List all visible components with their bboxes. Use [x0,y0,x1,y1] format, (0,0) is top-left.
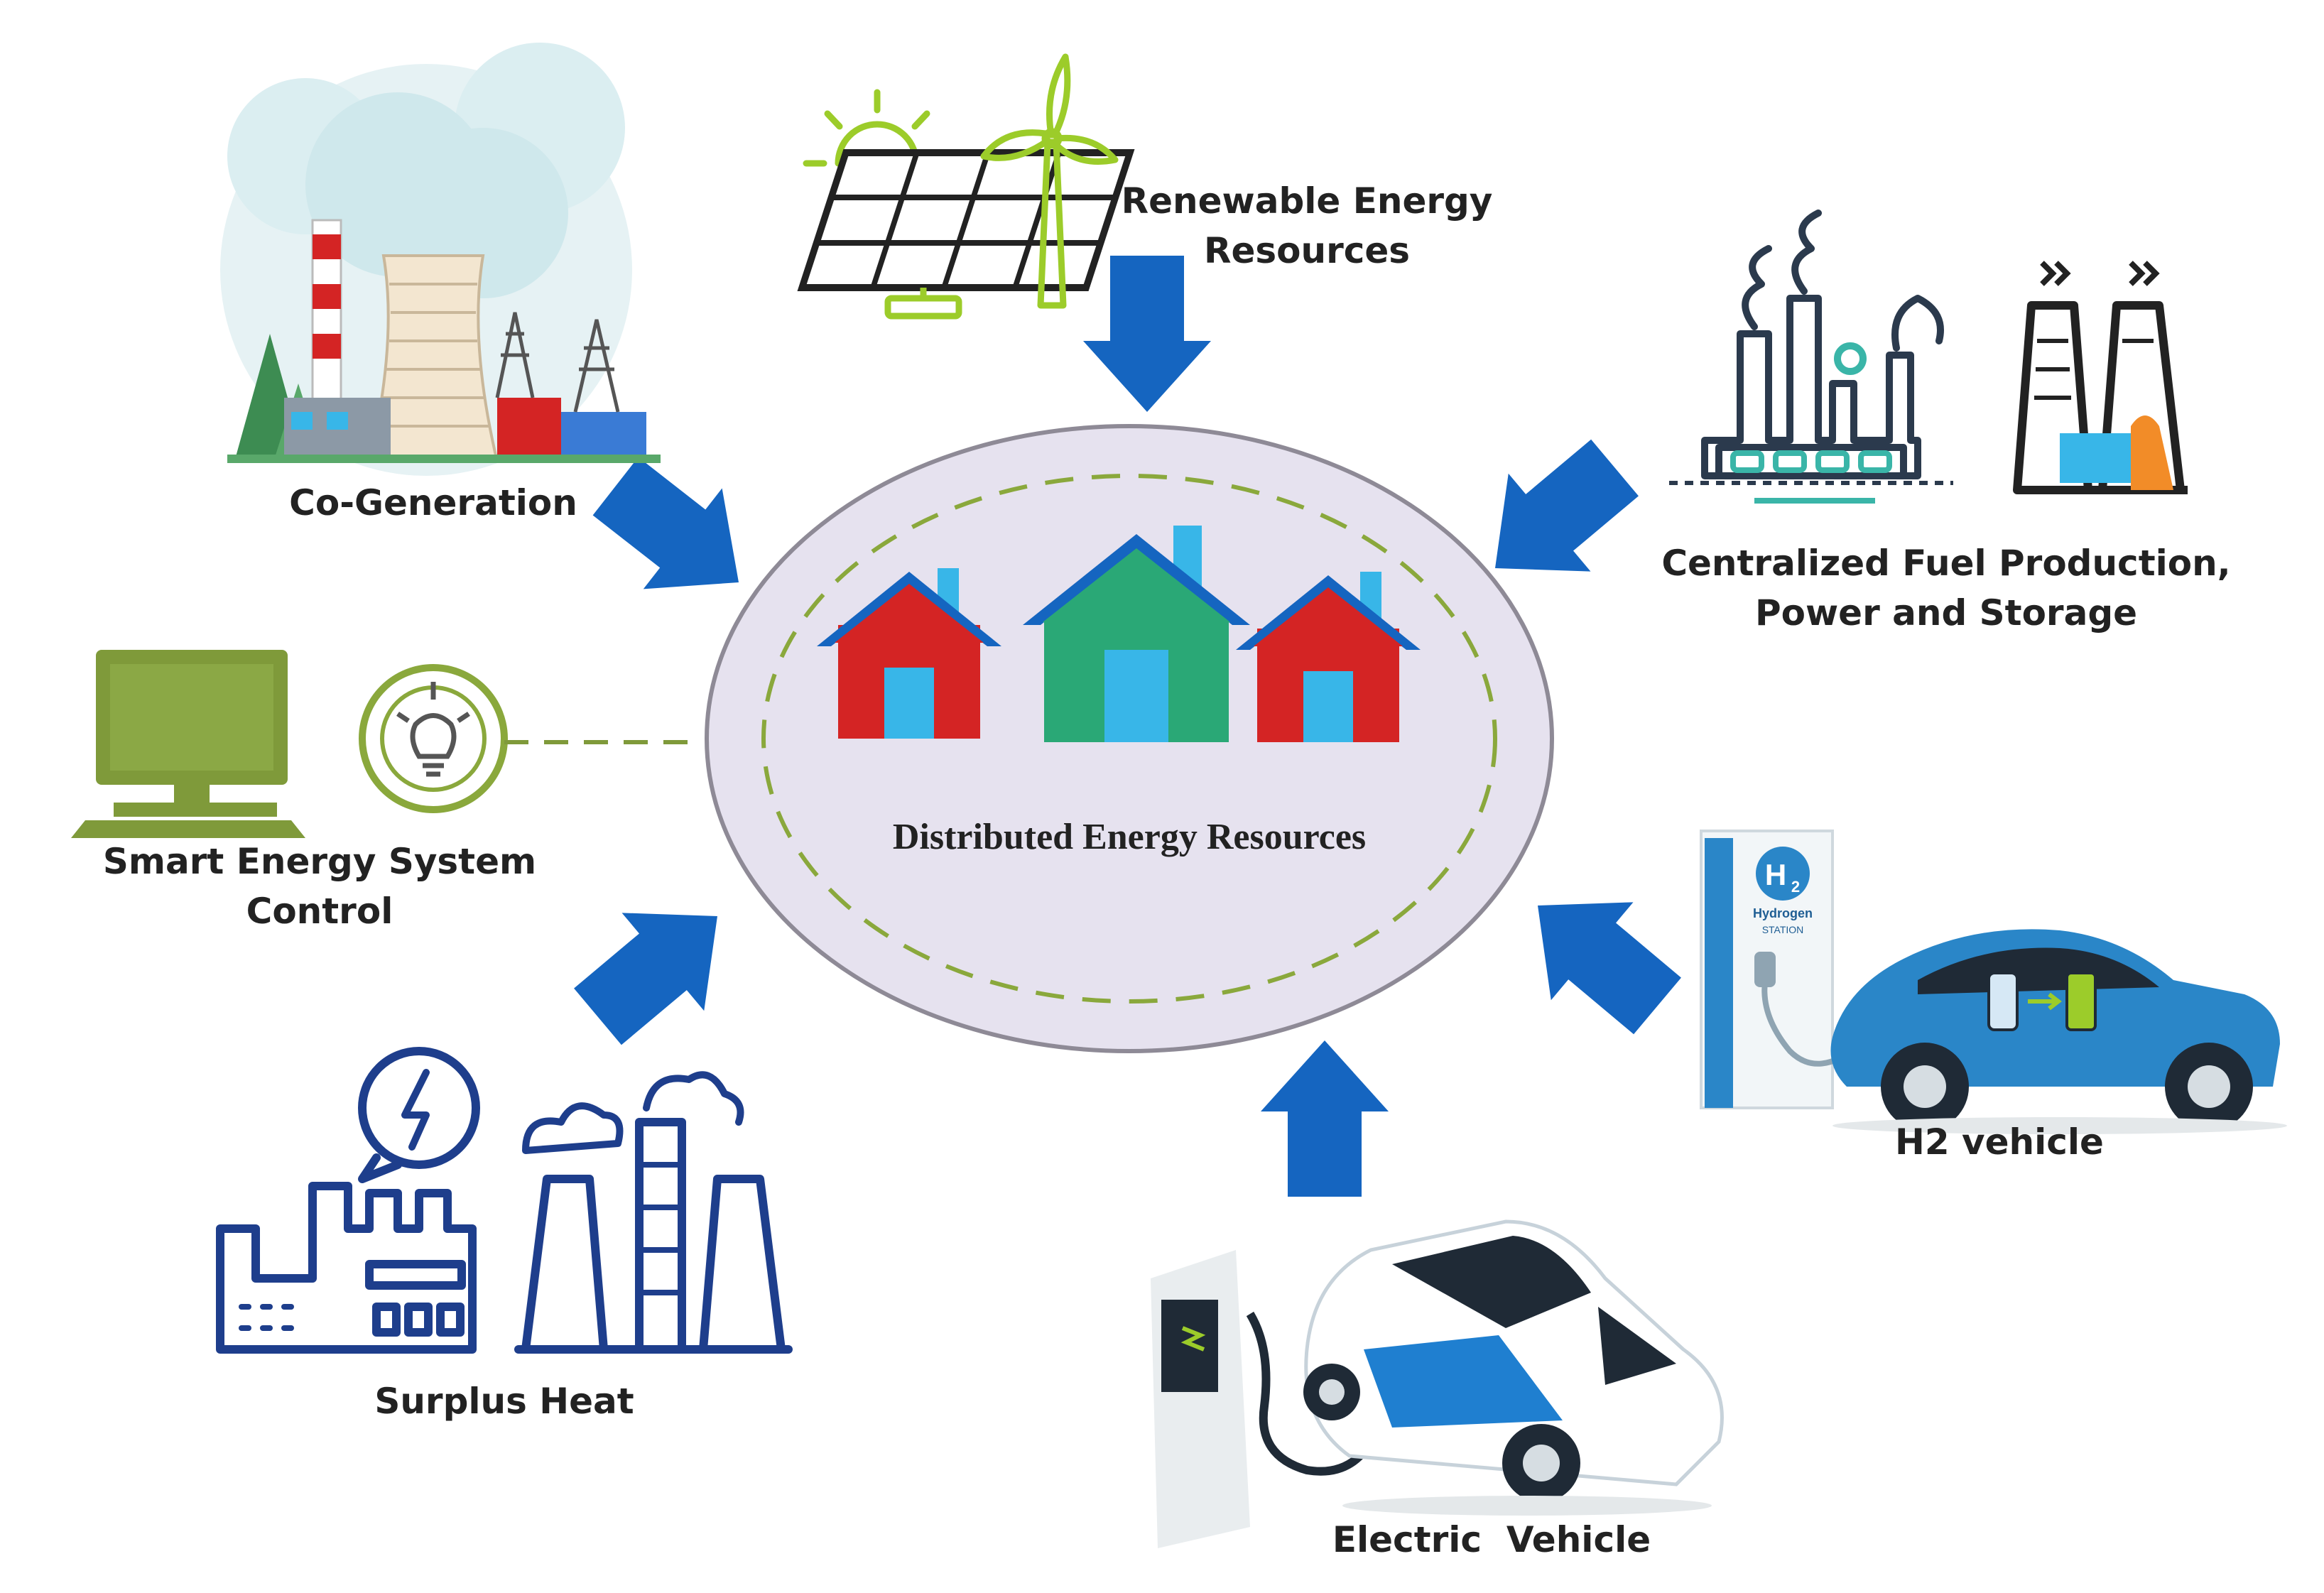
solar-panel-wind-turbine-icon [797,53,1135,320]
h2-station-line2: STATION [1762,924,1804,935]
centralized-label-line2: Power and Storage [1755,592,2137,634]
h2-subscript: 2 [1791,878,1800,896]
h2-symbol: H [1765,858,1786,891]
arrow-electric-vehicle [1261,1040,1389,1197]
renewable-label-line1: Renewable Energy [1122,180,1493,222]
refinery-icon [1669,210,2188,504]
center-title: Distributed Energy Resources [893,817,1366,857]
smart-control-label-line2: Control [246,891,393,932]
computer-lightbulb-icon [71,650,703,838]
renewable-label-line2: Resources [1204,230,1410,271]
surplus-heat-label: Surplus Heat [374,1381,634,1422]
electric-vehicle-label: Electric Vehicle [1332,1519,1651,1560]
house-right [1236,572,1421,742]
power-plant-icon [220,43,661,476]
smart-control-label-line1: Smart Energy System [103,841,536,882]
arrow-surplus-heat [556,867,759,1066]
dashed-ring [761,474,1497,1004]
arrow-renewable [1083,256,1211,412]
house-center [1023,526,1250,742]
arrow-h2-vehicle [1497,857,1699,1055]
centralized-label-line1: Centralized Fuel Production, [1661,543,2230,584]
hydrogen-car-icon: H 2 Hydrogen STATION [1700,830,2287,1134]
factory-icon [216,1047,793,1354]
cogeneration-label: Co-Generation [289,482,577,523]
h2-station-line1: Hydrogen [1753,906,1813,920]
h2-vehicle-label: H2 vehicle [1895,1121,2104,1163]
ev-charging-icon [1151,1219,1724,1548]
house-left [817,568,1001,739]
